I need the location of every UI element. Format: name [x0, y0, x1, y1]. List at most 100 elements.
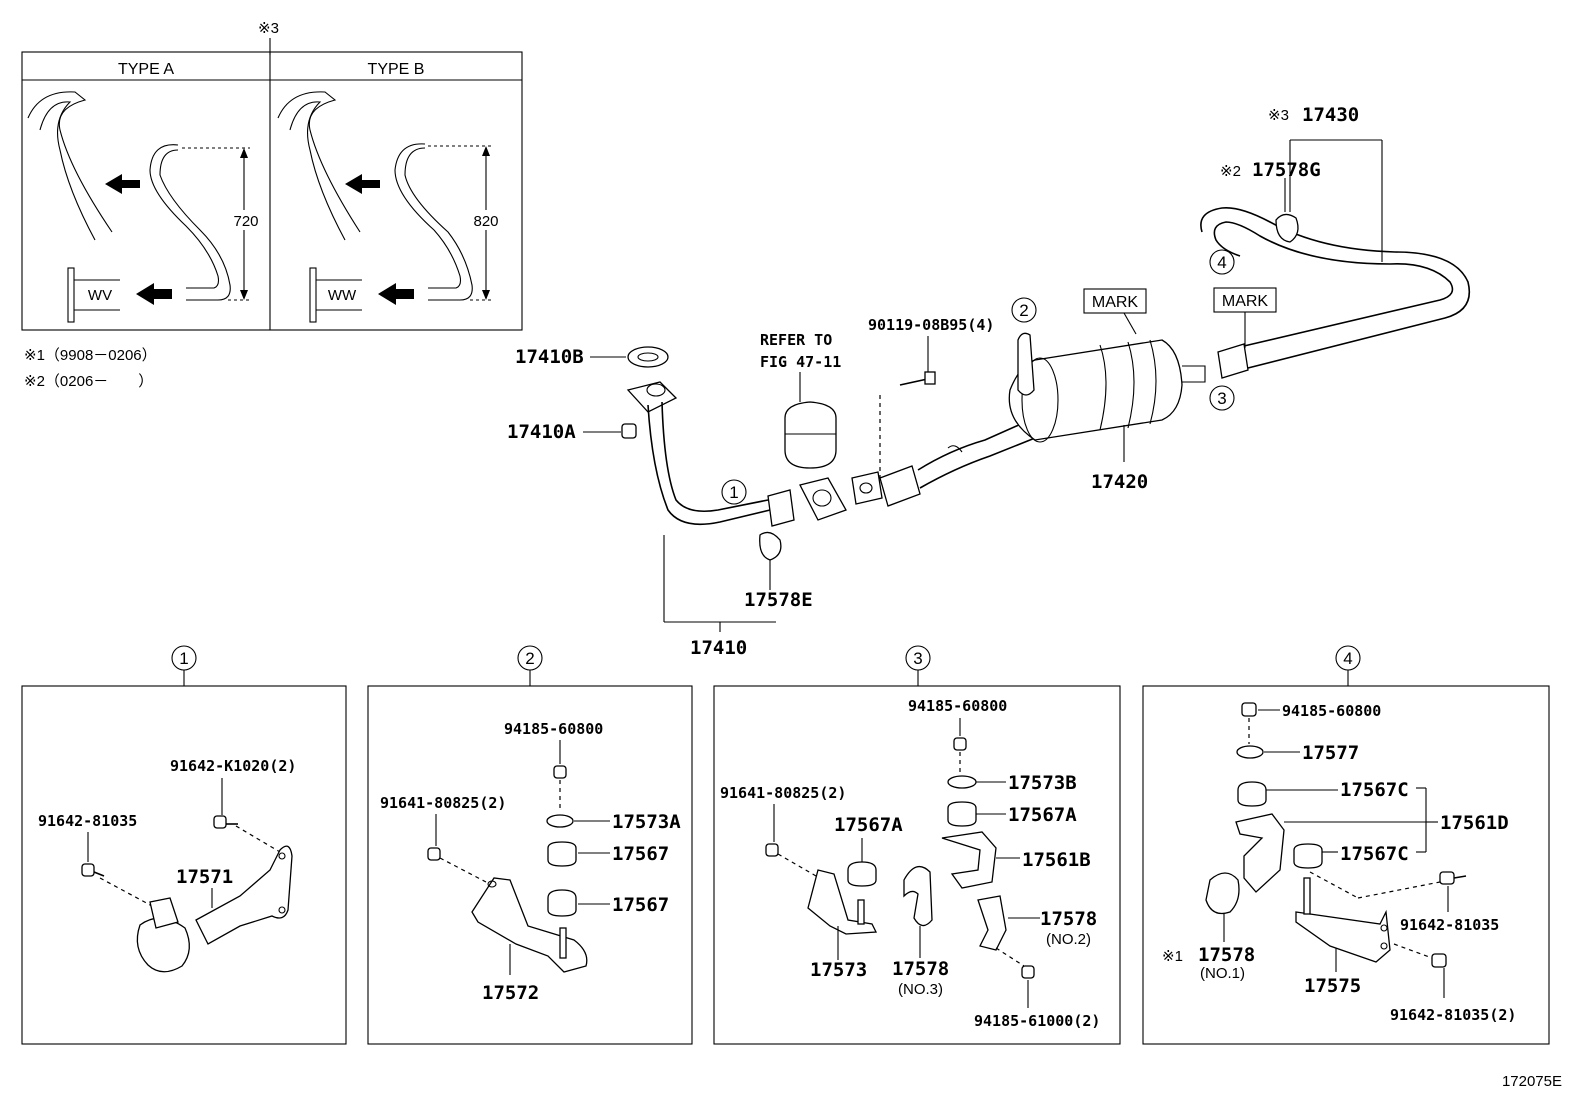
refer-text-1: REFER TO: [760, 331, 832, 349]
label-17575: 17575: [1304, 975, 1361, 997]
label-17567-b: 17567: [612, 894, 669, 916]
bolt-icon: [1431, 953, 1447, 968]
nut-icon: [953, 737, 967, 751]
label-17578-no1-prefix: ※1: [1162, 948, 1183, 965]
type-b-new-pipe: [404, 147, 473, 301]
detail-4-marker: 4: [1343, 649, 1352, 668]
callout-1: 1: [729, 483, 738, 502]
clamp-17578e: [759, 531, 782, 561]
label-17410: 17410: [690, 637, 747, 659]
arrow-icon: [345, 174, 380, 194]
clamp-17578-no3: [903, 865, 933, 927]
label-17578-no1-sub: (NO.1): [1200, 965, 1245, 982]
center-pipe: [917, 419, 1031, 471]
cushion-17567: [547, 889, 577, 917]
cushion-17567a: [847, 861, 877, 887]
cushion-17567c: [1237, 781, 1267, 807]
label-17578-no3: 17578: [892, 958, 949, 980]
label-17578e: 17578E: [744, 589, 813, 611]
label-94185-60800-d4: 94185-60800: [1282, 702, 1381, 720]
arrow-icon: [378, 283, 414, 305]
type-b-tag: WW: [328, 287, 357, 304]
gasket-17410b: [627, 346, 669, 368]
clamp-17578-no1: [1205, 872, 1240, 915]
label-17567a-left: 17567A: [834, 814, 903, 836]
nut-icon: [553, 765, 567, 779]
callout-2: 2: [1019, 301, 1028, 320]
type-a-dimension: 720: [233, 213, 258, 230]
nut-17410a: [621, 423, 637, 439]
label-91641-80825-d3: 91641-80825(2): [720, 784, 846, 802]
bolt-icon: [213, 815, 227, 829]
label-91641-80825-d2: 91641-80825(2): [380, 794, 506, 812]
label-91642-81035: 91642-81035: [38, 812, 137, 830]
bolt-icon: [765, 843, 779, 857]
mark-label-1: MARK: [1092, 294, 1139, 311]
front-pipe-flange: [626, 381, 678, 413]
illustration-code: 172075E: [1502, 1073, 1562, 1090]
callout-4: 4: [1217, 253, 1226, 272]
label-91642-81035-d4: 91642-81035: [1400, 916, 1499, 934]
label-17578g-prefix: ※2: [1220, 163, 1241, 180]
callout-3: 3: [1217, 389, 1226, 408]
label-17561b: 17561B: [1022, 849, 1091, 871]
nut-icon: [1241, 702, 1257, 717]
note-1: ※1（9908－0206）: [24, 347, 157, 364]
muffler-17420: [1008, 339, 1183, 441]
arrow-icon: [136, 283, 172, 305]
cushion-17567c: [1293, 843, 1323, 869]
label-17567c-bottom: 17567C: [1340, 843, 1409, 865]
label-17410a: 17410A: [507, 421, 576, 443]
label-17578-no1: 17578: [1198, 944, 1255, 966]
label-17567a-right: 17567A: [1008, 804, 1077, 826]
detail-1-marker: 1: [179, 649, 188, 668]
bracket-17573: [807, 869, 878, 935]
clamp-17578g: [1275, 213, 1299, 243]
arrow-icon: [105, 174, 140, 194]
label-91642-81035-2-d4: 91642-81035(2): [1390, 1006, 1516, 1024]
detail-box-3: 3 94185-60800 17573B 17567A 17561B 17578…: [713, 645, 1121, 1045]
bracket-17571: [195, 845, 293, 945]
label-17573a: 17573A: [612, 811, 681, 833]
label-94185-60800-d2: 94185-60800: [504, 720, 603, 738]
label-17430: 17430: [1302, 104, 1359, 126]
type-a-tag: WV: [88, 287, 112, 304]
bolt-icon: [1439, 871, 1455, 885]
hanger-bracket-2: [1017, 332, 1035, 396]
label-17571: 17571: [176, 866, 233, 888]
washer-17577: [1236, 745, 1264, 759]
label-90119: 90119-08B95(4): [868, 316, 994, 334]
detail-box-4: 4 94185-60800 17577 17567C 17561D 17567C…: [1142, 645, 1550, 1045]
mark-box-1: [1083, 288, 1147, 314]
washer-17573a: [546, 814, 574, 828]
clamp-17578-no2: [977, 895, 1007, 951]
label-17567-a: 17567: [612, 843, 669, 865]
refer-text-2: FIG 47-11: [760, 353, 841, 371]
callout-circle: [1209, 385, 1235, 411]
label-17430-prefix: ※3: [1268, 107, 1289, 124]
cushion-17567: [547, 841, 577, 867]
detail-box-2: 2 94185-60800 17573A 17567 17567 91641-8…: [367, 645, 693, 1045]
label-17567c-top: 17567C: [1340, 779, 1409, 801]
type-b-old-pipe: [277, 91, 361, 233]
bracket-17572: [471, 877, 588, 973]
label-17572: 17572: [482, 982, 539, 1004]
label-94185-61000: 94185-61000(2): [974, 1012, 1100, 1030]
catalytic-converter: [784, 401, 837, 469]
type-a-title: TYPE A: [118, 61, 174, 78]
washer-17573b: [947, 775, 977, 789]
label-17561d: 17561D: [1440, 812, 1509, 834]
bracket-17575: [1295, 909, 1391, 963]
bracket-17561b: [941, 831, 997, 889]
label-17410b: 17410B: [515, 346, 584, 368]
callout-circle: [1209, 249, 1235, 275]
callout-circle: [1011, 297, 1037, 323]
label-17573b: 17573B: [1008, 772, 1077, 794]
label-17578-no3-sub: (NO.3): [898, 981, 943, 998]
tail-pipe-end: [1217, 343, 1249, 379]
mark-label-2: MARK: [1222, 293, 1269, 310]
type-b-title: TYPE B: [368, 61, 425, 78]
bolt-icon: [427, 847, 441, 861]
